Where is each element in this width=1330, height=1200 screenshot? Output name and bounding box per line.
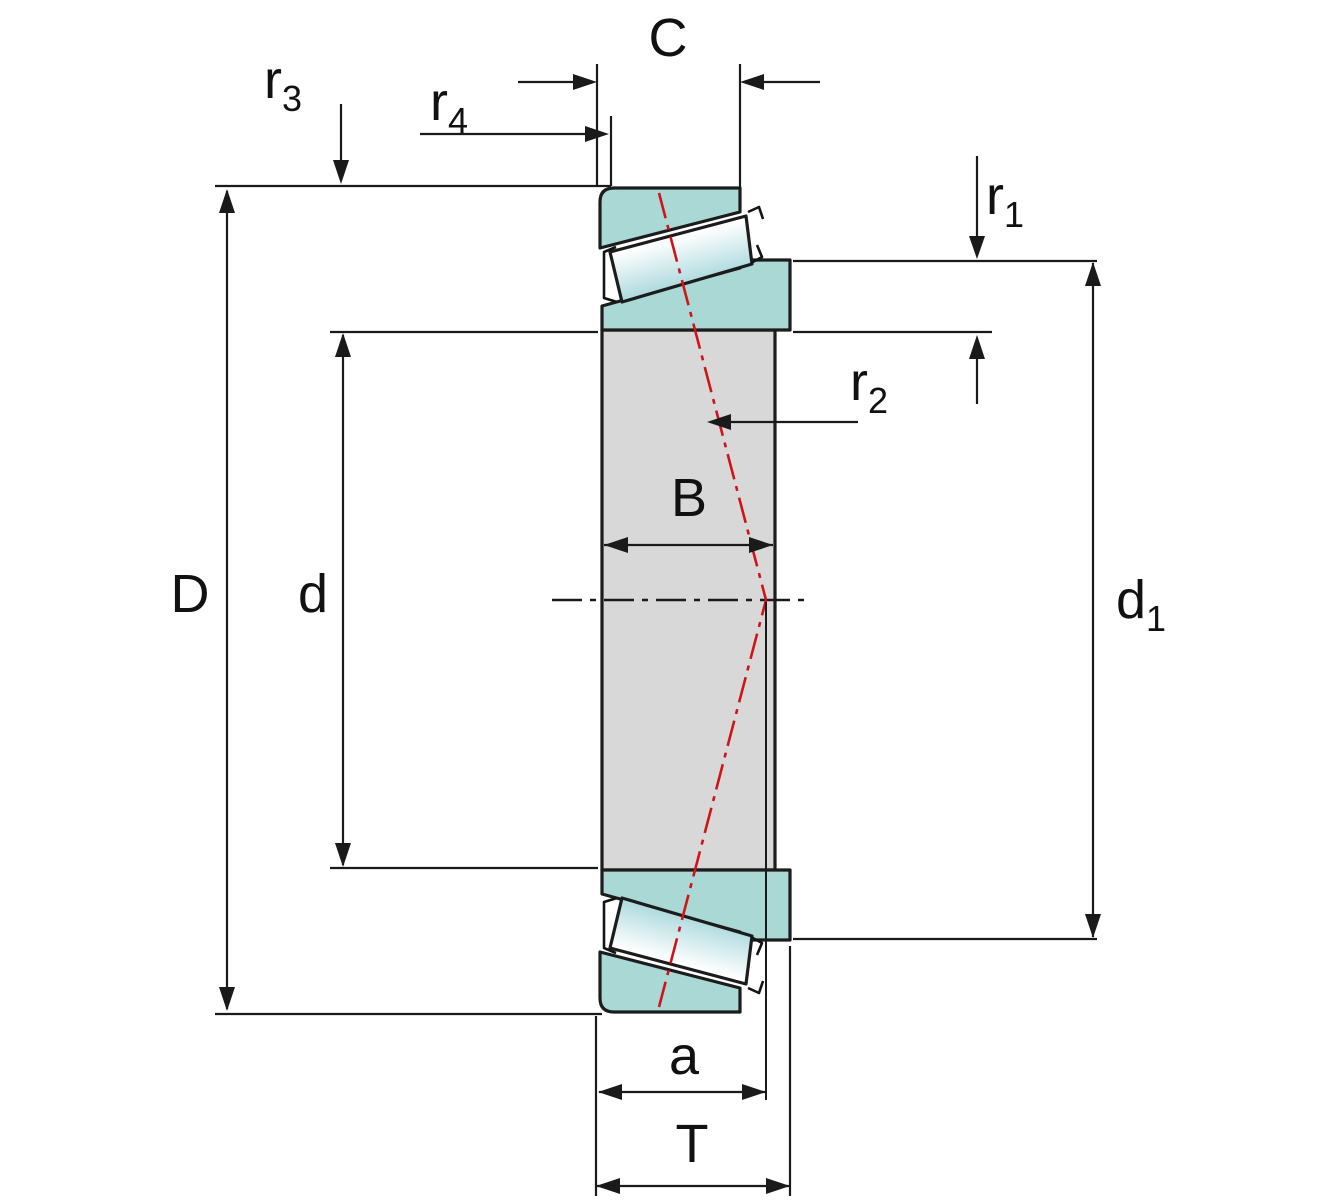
arrowhead xyxy=(766,1178,790,1194)
dim-d: d xyxy=(298,330,598,870)
dim-label-r1: r1 xyxy=(986,166,1024,235)
dim-r3: r3 xyxy=(264,50,349,184)
arrowhead xyxy=(1085,914,1101,938)
dim-r1: r1 xyxy=(969,156,1024,259)
dim-a: a xyxy=(594,1016,766,1196)
outer-ring-top xyxy=(598,186,742,250)
cage-top-right-upper xyxy=(747,205,765,220)
arrowhead xyxy=(969,236,985,259)
tapered-roller-top xyxy=(608,214,754,304)
arrowhead xyxy=(333,160,349,184)
dim-r2: r2 xyxy=(707,330,992,430)
arrowhead xyxy=(219,189,235,213)
arrowhead xyxy=(749,537,773,553)
cage-bottom-left xyxy=(602,896,618,955)
dim-label-r3: r3 xyxy=(264,50,302,119)
cage-bottom-right-lower xyxy=(750,935,764,956)
pressure-line-top xyxy=(657,192,768,601)
arrowhead xyxy=(742,1084,766,1100)
dim-label-d: d xyxy=(298,564,328,624)
arrowhead xyxy=(604,537,628,553)
dim-D: D xyxy=(171,184,611,1016)
dim-T: T xyxy=(596,946,792,1196)
dim-label-a: a xyxy=(669,1026,700,1086)
dim-C: C xyxy=(518,8,820,188)
cage-top-right-lower xyxy=(750,244,764,265)
outer-ring-bottom xyxy=(598,950,742,1014)
dim-label-C: C xyxy=(649,8,688,68)
dim-r4: r4 xyxy=(420,72,613,186)
arrowhead xyxy=(1085,262,1101,286)
arrowhead xyxy=(219,987,235,1011)
arrowhead xyxy=(573,74,597,90)
arrowhead xyxy=(335,333,351,357)
cage-top-left xyxy=(602,245,618,304)
arrowhead xyxy=(740,74,764,90)
arrowhead xyxy=(707,414,731,430)
arrowhead xyxy=(585,126,609,142)
dim-label-T: T xyxy=(676,1114,709,1174)
arrowhead xyxy=(335,843,351,867)
dim-label-B: B xyxy=(671,468,707,528)
pressure-line-bottom xyxy=(657,599,768,1008)
dim-B: B xyxy=(604,468,773,553)
tapered-roller-bottom xyxy=(608,896,754,986)
dim-label-D: D xyxy=(171,564,210,624)
dim-label-d1: d1 xyxy=(1116,570,1166,639)
cage-bottom-right-upper xyxy=(747,980,765,995)
dim-d1: d1 xyxy=(793,259,1166,941)
dim-label-r2: r2 xyxy=(850,352,888,421)
arrowhead xyxy=(596,1178,620,1194)
arrowhead xyxy=(598,1084,622,1100)
dim-label-r4: r4 xyxy=(430,72,468,141)
arrowhead xyxy=(969,335,985,359)
